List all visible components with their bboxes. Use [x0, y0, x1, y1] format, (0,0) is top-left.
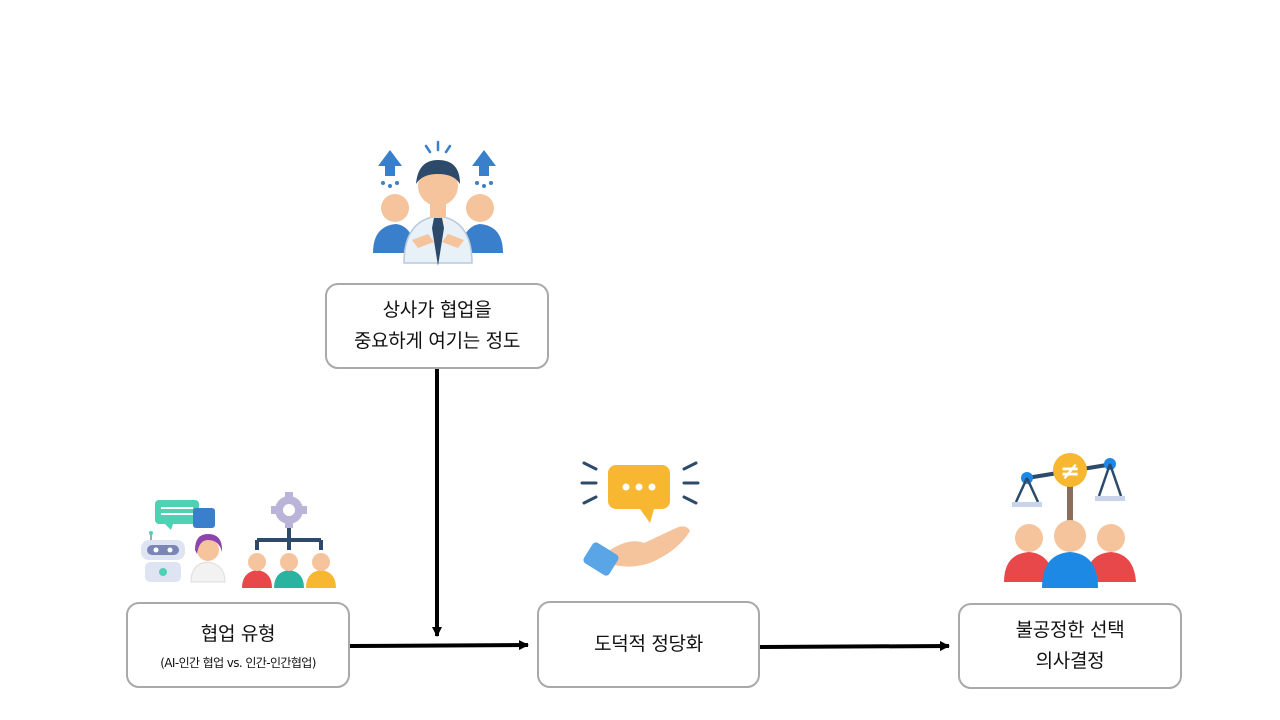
org-chart-team-icon	[242, 492, 336, 588]
robot-human-chat-icon	[141, 500, 226, 583]
node-title: 협업 유형	[200, 622, 276, 645]
arrow-collab-to-moral	[349, 640, 529, 651]
arrow-moral-to-unfair	[759, 641, 950, 652]
hand-speech-bubble-icon	[580, 461, 700, 576]
node-label-line-1: 상사가 협업을	[382, 299, 492, 321]
node-title: 도덕적 정당화	[594, 633, 703, 655]
node-collaboration-type: 협업 유형 (AI-인간 협업 vs. 인간-인간협업)	[126, 602, 350, 688]
node-label-line-2: 중요하게 여기는 정도	[353, 330, 521, 352]
node-label-line-1: 불공정한 선택	[1015, 619, 1125, 641]
unequal-scale-people-icon: ≠	[1004, 453, 1136, 588]
svg-text:≠: ≠	[1060, 457, 1080, 485]
manager-team-icon	[373, 140, 503, 266]
node-unfair-decision: 불공정한 선택 의사결정	[958, 603, 1182, 689]
node-label-line-2: 의사결정	[1035, 650, 1105, 672]
node-subtitle: (AI-인간 협업 vs. 인간-인간협업)	[160, 655, 316, 670]
node-moral-justification: 도덕적 정당화	[537, 601, 760, 688]
node-supervisor-collab-importance: 상사가 협업을 중요하게 여기는 정도	[325, 283, 549, 369]
